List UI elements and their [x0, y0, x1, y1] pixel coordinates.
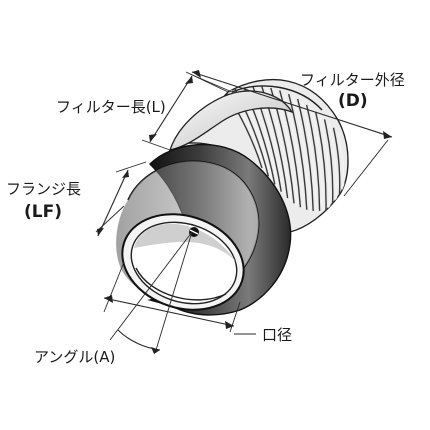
label-flange-length-code: (LF) — [24, 202, 62, 222]
dim-port-line — [103, 297, 235, 327]
port-throat-shade — [134, 223, 236, 262]
filter-pleat — [310, 107, 324, 211]
label-filter-length: フィルター長(L) — [56, 98, 166, 116]
label-filter-od-code: (D) — [338, 91, 368, 111]
angle-arrow — [151, 347, 160, 354]
dim-lf-ext1 — [115, 161, 147, 173]
filter-pleat — [288, 93, 308, 210]
filter-pleat — [323, 119, 334, 208]
angle-arc — [117, 329, 161, 351]
filter-element — [169, 79, 349, 238]
filter-pleat — [283, 91, 305, 209]
filter-pleat — [297, 98, 314, 211]
dimension-lines — [95, 70, 393, 354]
dim-d-line — [191, 71, 393, 138]
dim-port-arrow1 — [104, 295, 113, 303]
dim-l-ext2 — [141, 139, 171, 151]
filter-pleat — [314, 111, 327, 210]
dim-lf-arrow2 — [97, 228, 104, 236]
filter-end-cap-rim — [231, 85, 323, 111]
labels: フィルター外径 (D) フィルター長(L) フランジ長 (LF) 口径 アングル… — [6, 71, 405, 366]
dim-l-arrow2 — [149, 134, 157, 142]
dim-port-ext1 — [103, 261, 125, 313]
dim-l-line — [149, 75, 193, 143]
label-filter-od: フィルター外径 — [300, 71, 405, 89]
port-inner-lip — [135, 267, 227, 301]
angle-ref — [155, 231, 193, 351]
dim-lf-ext2 — [95, 205, 125, 233]
dim-l-ext1 — [185, 71, 229, 93]
dim-l-arrow1 — [185, 76, 193, 84]
filter-pleat — [301, 101, 318, 212]
filter-end-cap — [169, 90, 294, 151]
label-flange-length: フランジ長 — [6, 180, 81, 198]
dim-port-ext2 — [229, 301, 241, 333]
label-angle: アングル(A) — [34, 348, 115, 366]
screw-slot — [189, 229, 199, 235]
angle-axis — [109, 231, 193, 341]
dim-lf-arrow1 — [122, 170, 129, 178]
dim-d-arrow1 — [192, 70, 201, 78]
filter-pleat — [319, 115, 331, 209]
filter-pleat — [292, 96, 312, 211]
dim-d-arrow2 — [383, 131, 392, 139]
dim-port-arrow2 — [225, 321, 234, 329]
filter-pleat — [305, 104, 321, 211]
dim-lf-line — [97, 169, 129, 237]
filter-pleat — [327, 123, 338, 207]
label-port-diameter: 口径 — [262, 326, 292, 344]
dim-d-ext2 — [343, 139, 389, 197]
